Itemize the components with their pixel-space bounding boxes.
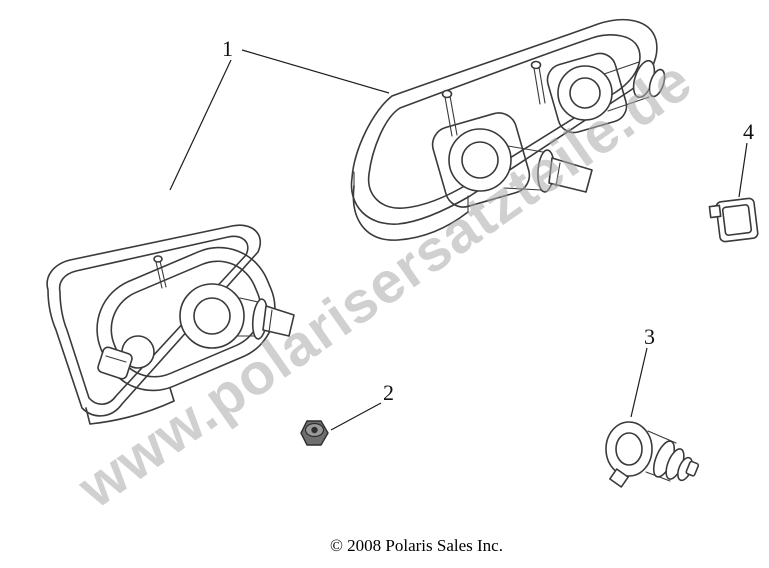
mounting-pin (441, 89, 458, 137)
callout-4: 4 (738, 119, 754, 198)
wedge-connector (708, 197, 759, 243)
bulb-socket-ring (557, 65, 613, 121)
bulb-socket-ring-3 (179, 283, 245, 349)
side-socket (97, 335, 155, 380)
callout-3: 3 (630, 324, 655, 418)
callout-1-label: 1 (222, 36, 233, 61)
bulb-socket-part (605, 421, 700, 488)
housing-skirt (352, 185, 469, 241)
callout-1: 1 (169, 36, 390, 191)
lens-inner-outline (110, 260, 262, 378)
copyright-text: © 2008 Polaris Sales Inc. (330, 536, 503, 555)
spade-terminal (548, 157, 593, 193)
mounting-bracket (85, 387, 175, 425)
housing-inner-outline (367, 34, 641, 209)
mounting-pin (530, 60, 546, 105)
socket-bezel-right (546, 52, 628, 134)
callout-1-leader-right (241, 49, 390, 94)
callout-2-leader (330, 402, 382, 431)
socket-flange (605, 421, 653, 477)
callout-3-leader (630, 347, 648, 418)
mounting-pin (153, 255, 167, 289)
callout-4-leader (738, 142, 748, 198)
callout-2: 2 (330, 380, 394, 431)
socket-key-tab (609, 468, 629, 488)
callout-3-label: 3 (644, 324, 655, 349)
taillight-assembly-left (46, 224, 295, 425)
socket-terminal-nub (685, 460, 700, 477)
callout-4-label: 4 (743, 119, 754, 144)
connector-nub (708, 204, 722, 219)
callout-1-leader-left (169, 59, 232, 191)
taillight-assembly-right (350, 18, 666, 241)
spade-terminal-2 (262, 305, 295, 337)
bulb-socket-ring-2 (448, 128, 512, 192)
callout-2-label: 2 (383, 380, 394, 405)
hex-nut (300, 420, 329, 446)
